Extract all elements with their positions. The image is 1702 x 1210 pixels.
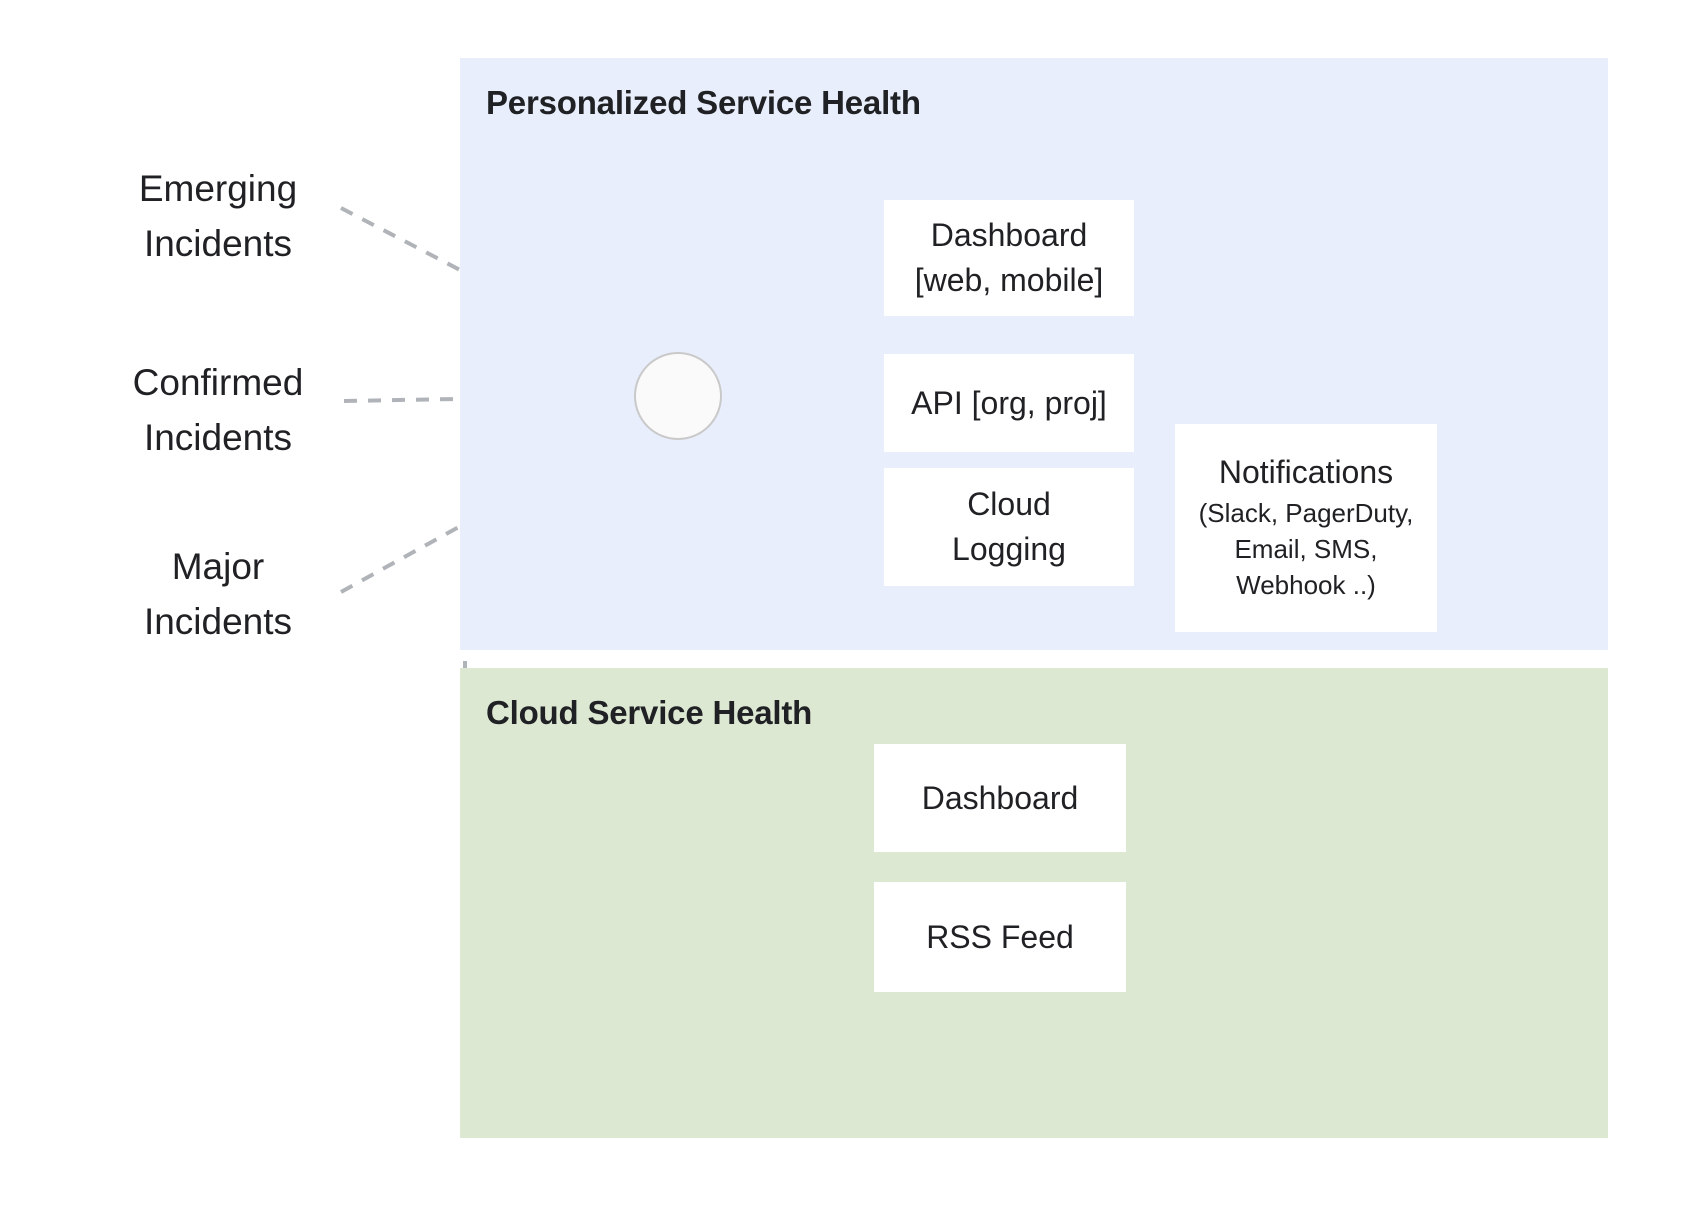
- node-notifications[interactable]: Notifications (Slack, PagerDuty, Email, …: [1175, 424, 1437, 632]
- panel-title-cloud-service-health: Cloud Service Health: [486, 694, 813, 731]
- source-label-confirmed-incidents: Confirmed Incidents: [132, 362, 304, 458]
- node-api-org-proj[interactable]: API [org, proj]: [884, 354, 1134, 452]
- source-label-emerging-incidents: Emerging Incidents: [138, 168, 298, 264]
- node-cloud-logging[interactable]: Cloud Logging: [884, 468, 1134, 586]
- panel-title-personalized-service-health: Personalized Service Health: [486, 84, 921, 121]
- node-cloud-service-health-dashboard[interactable]: Dashboard: [874, 744, 1126, 852]
- node-dashboard-web-mobile[interactable]: Dashboard [web, mobile]: [884, 200, 1134, 316]
- node-notifications-channels: (Slack, PagerDuty, Email, SMS, Webhook .…: [1198, 498, 1414, 600]
- node-notifications-title: Notifications: [1218, 454, 1394, 491]
- source-label-major-incidents: Major Incidents: [143, 546, 293, 642]
- hub-node-circle: [634, 352, 722, 440]
- node-rss-feed[interactable]: RSS Feed: [874, 882, 1126, 992]
